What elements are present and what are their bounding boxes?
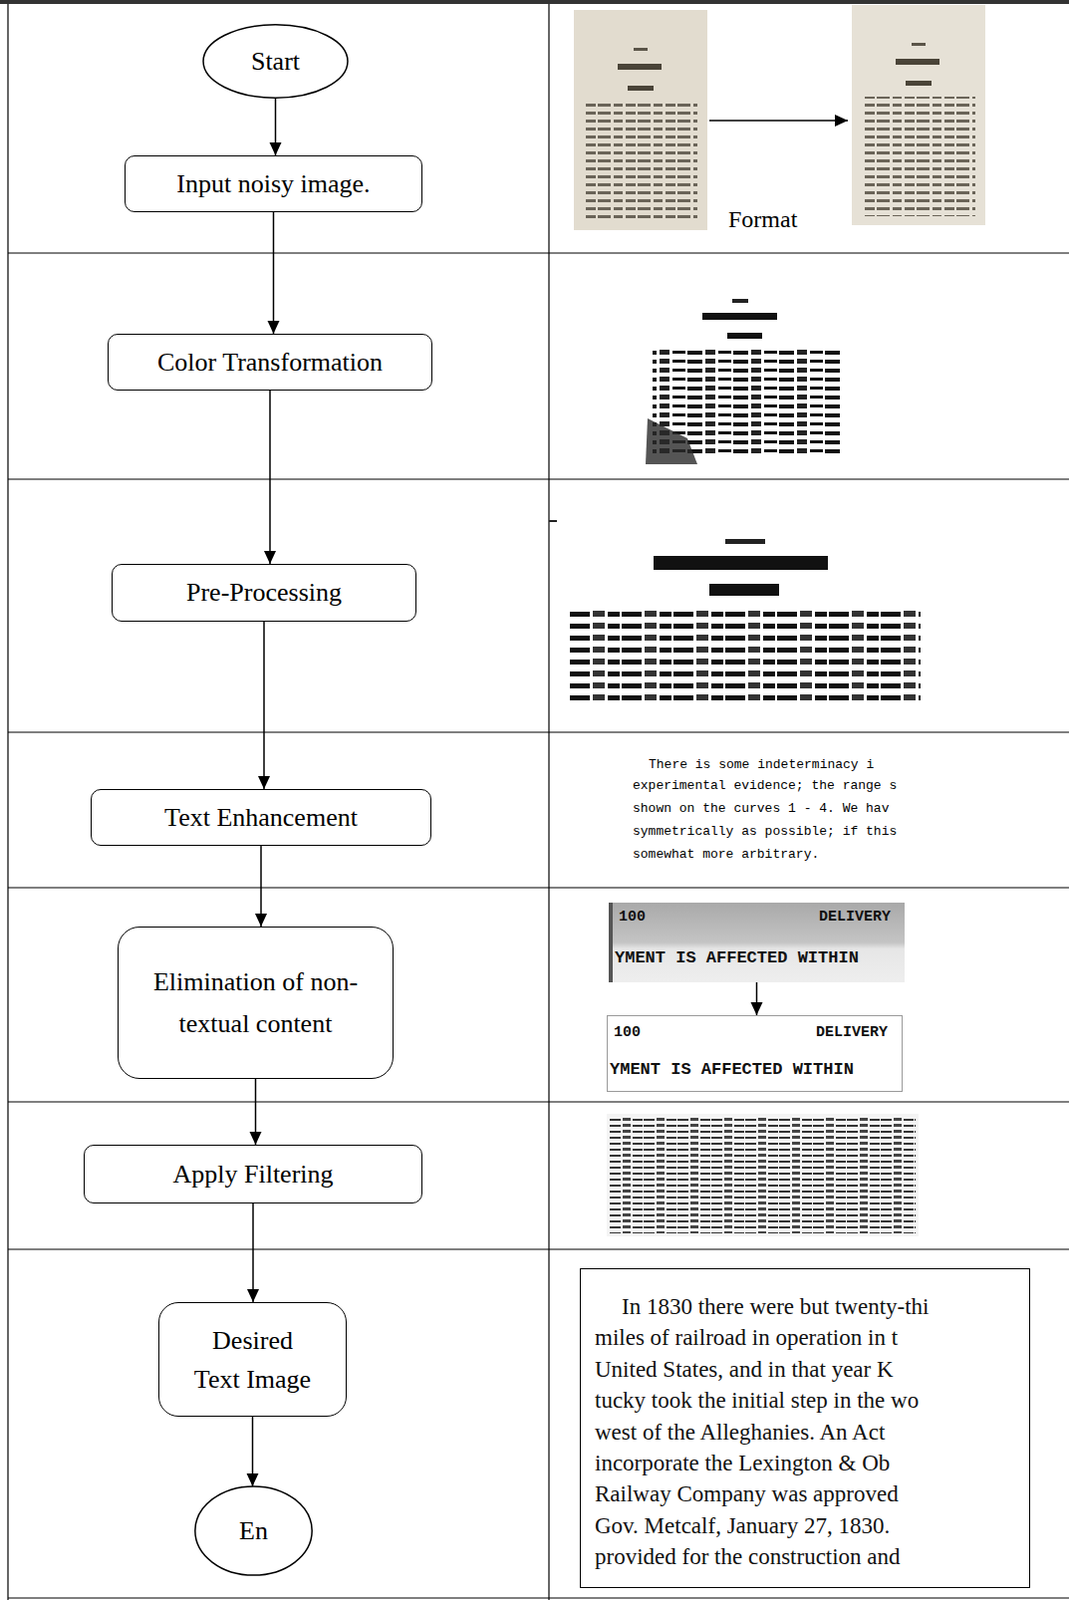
format-arrow bbox=[709, 119, 848, 122]
sample-text-line: There is some indeterminacy i bbox=[648, 757, 874, 773]
table-rule bbox=[7, 1248, 1069, 1250]
scan-heading bbox=[627, 85, 654, 91]
process-box: Input noisy image. bbox=[124, 155, 423, 213]
filtered-scan bbox=[606, 1113, 919, 1237]
node-label: Input noisy image. bbox=[176, 167, 370, 202]
scan-mark bbox=[548, 520, 557, 523]
sample-text: YMENT IS AFFECTED WITHIN bbox=[609, 1060, 854, 1080]
flow-arrow bbox=[274, 97, 277, 156]
node-label: Color Transformation bbox=[157, 345, 383, 380]
scan-heading bbox=[895, 58, 940, 65]
process-box: Pre-Processing bbox=[111, 563, 417, 622]
node-label: Desired Text Image bbox=[190, 1321, 315, 1399]
node-label: En bbox=[239, 1514, 268, 1549]
scan-heading bbox=[732, 298, 749, 303]
scan-text-block bbox=[861, 96, 976, 217]
clean-sample: 100 DELIVERY YMENT IS AFFECTED WITHIN bbox=[606, 1015, 903, 1092]
node-label: Start bbox=[251, 44, 300, 79]
sample-text-line: provided for the construction and bbox=[580, 1541, 1030, 1573]
node-label: Elimination of non-textual content bbox=[118, 961, 393, 1045]
sample-text-line: United States, and in that year K bbox=[580, 1353, 1030, 1385]
scan-heading bbox=[653, 555, 828, 570]
process-box: Text Enhancement bbox=[90, 789, 432, 846]
scan-heading bbox=[709, 583, 780, 596]
scan-heading bbox=[633, 47, 648, 51]
sample-text-line: Gov. Metcalf, January 27, 1830. bbox=[580, 1510, 1030, 1542]
output-text-sample: In 1830 there were but twenty-thimiles o… bbox=[579, 1268, 1031, 1589]
preprocessed-scan bbox=[550, 505, 929, 708]
scan-smear bbox=[645, 418, 698, 465]
noisy-sample: 100 DELIVERY YMENT IS AFFECTED WITHIN bbox=[608, 902, 905, 983]
sample-text: DELIVERY bbox=[815, 1024, 888, 1043]
process-box: Color Transformation bbox=[107, 333, 433, 391]
sample-text-line: Railway Company was approved bbox=[580, 1478, 1030, 1510]
sample-text-line: shown on the curves 1 - 4. We hav bbox=[632, 801, 889, 816]
end-terminal: En bbox=[194, 1485, 313, 1577]
format-label: Format bbox=[728, 206, 798, 234]
process-box: Apply Filtering bbox=[83, 1144, 423, 1204]
scan-text-block bbox=[583, 101, 698, 222]
document-scan bbox=[573, 9, 708, 231]
scan-heading bbox=[702, 312, 778, 320]
flow-arrow bbox=[263, 621, 266, 790]
sample-text-line: miles of railroad in operation in t bbox=[580, 1322, 1030, 1353]
table-rule bbox=[7, 731, 1069, 733]
flow-arrow bbox=[252, 1416, 255, 1487]
document-scan bbox=[851, 4, 986, 226]
process-box: Elimination of non-textual content bbox=[117, 926, 394, 1079]
node-label: Apply Filtering bbox=[172, 1157, 333, 1192]
flow-arrow bbox=[268, 390, 271, 564]
table-rule bbox=[7, 1597, 1069, 1599]
sample-text-line: symmetrically as possible; if this bbox=[632, 823, 897, 839]
table-rule bbox=[547, 3, 549, 1600]
binarized-scan bbox=[642, 290, 847, 465]
node-label: Text Enhancement bbox=[164, 801, 358, 835]
scan-text-block bbox=[569, 607, 921, 703]
sample-text: 100 bbox=[613, 1024, 641, 1043]
sample-text-line: experimental evidence; the range s bbox=[632, 778, 897, 794]
scan-heading bbox=[727, 332, 763, 339]
scan-heading bbox=[725, 538, 766, 544]
table-rule bbox=[7, 478, 1069, 480]
sample-text: 100 bbox=[618, 908, 646, 927]
sample-text-line: west of the Alleghanies. An Act bbox=[580, 1416, 1030, 1448]
scan-heading bbox=[905, 80, 932, 86]
flow-arrow bbox=[252, 1203, 255, 1303]
start-terminal: Start bbox=[202, 23, 349, 99]
flow-arrow bbox=[756, 982, 759, 1016]
top-rule bbox=[0, 0, 1069, 4]
table-rule bbox=[7, 252, 1069, 254]
sample-text-line: In 1830 there were but twenty-thi bbox=[580, 1291, 1030, 1323]
output-box: Desired Text Image bbox=[158, 1302, 347, 1417]
flow-arrow bbox=[255, 1078, 258, 1145]
scan-heading bbox=[911, 42, 926, 46]
sample-text-line: tucky took the initial step in the wo bbox=[580, 1384, 1030, 1416]
terminal-ellipse bbox=[203, 24, 348, 99]
sample-text: YMENT IS AFFECTED WITHIN bbox=[614, 948, 859, 969]
table-rule bbox=[7, 886, 1069, 888]
flow-arrow bbox=[272, 212, 275, 334]
sample-text: DELIVERY bbox=[818, 908, 891, 927]
terminal-ellipse bbox=[195, 1486, 312, 1576]
scan-text-block bbox=[609, 1116, 916, 1234]
sample-text-line: incorporate the Lexington & Ob bbox=[580, 1447, 1030, 1479]
scan-heading bbox=[617, 63, 662, 70]
table-rule bbox=[6, 3, 8, 1600]
flow-arrow bbox=[260, 845, 263, 927]
node-label: Pre-Processing bbox=[186, 575, 342, 610]
sample-text-line: somewhat more arbitrary. bbox=[632, 846, 819, 862]
table-rule bbox=[7, 1100, 1069, 1102]
